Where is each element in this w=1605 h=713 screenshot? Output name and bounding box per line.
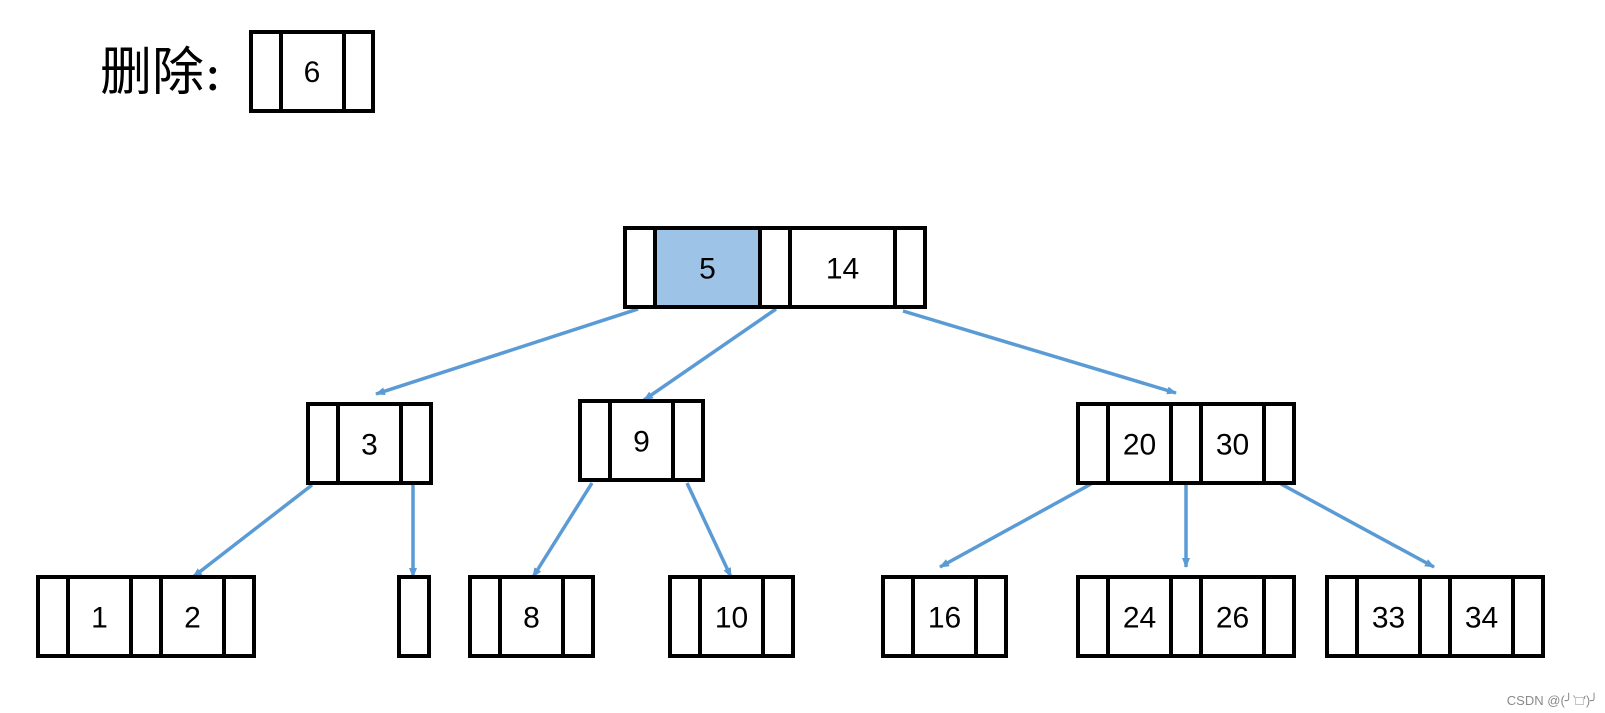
delete-key-node: 6	[249, 30, 375, 113]
tree-edges	[191, 307, 1435, 579]
key-value-34: 34	[1465, 602, 1498, 635]
edge-root-to-9	[643, 307, 777, 402]
btree-node-root: 5 14	[623, 226, 927, 309]
edge-9-to-8	[531, 482, 594, 578]
key-value-8: 8	[523, 602, 540, 635]
key-value-14: 14	[826, 253, 859, 286]
edge-3-to-1-2	[191, 483, 314, 579]
empty-node-box	[397, 575, 431, 658]
btree-node-n9: 9	[578, 399, 705, 482]
btree-node-n3: 3	[306, 402, 433, 485]
key-cell	[911, 575, 978, 658]
key-value-20: 20	[1123, 429, 1156, 462]
highlighted-key-cell	[653, 226, 762, 309]
key-value-10: 10	[715, 602, 748, 635]
edge-root-to-3	[375, 307, 639, 396]
key-cell	[1199, 575, 1266, 658]
key-value-24: 24	[1123, 602, 1156, 635]
key-value-1: 1	[91, 602, 108, 635]
delete-label: 删除:	[100, 43, 222, 103]
key-cell	[788, 226, 897, 309]
btree-node-l3334: 33 34	[1325, 575, 1545, 658]
key-cell	[1199, 402, 1266, 485]
key-value-5: 5	[699, 253, 716, 286]
delete-key-value: 6	[304, 56, 321, 89]
key-cell	[498, 575, 565, 658]
key-cell	[608, 399, 675, 482]
btree-node-lempty	[397, 575, 431, 658]
edge-20-to-16	[939, 482, 1092, 569]
edge-30-to-33-34	[1280, 482, 1435, 569]
edge-root-to-20-30	[902, 309, 1177, 395]
btree-node-l10: 10	[668, 575, 795, 658]
key-cell	[1448, 575, 1515, 658]
edge-9-to-10	[685, 482, 733, 578]
key-cell	[159, 575, 226, 658]
key-value-33: 33	[1372, 602, 1405, 635]
key-value-2: 2	[184, 602, 201, 635]
key-value-9: 9	[633, 426, 650, 459]
key-cell	[1106, 402, 1173, 485]
btree-node-l8: 8	[468, 575, 595, 658]
key-value-16: 16	[928, 602, 961, 635]
key-cell	[66, 575, 133, 658]
btree-node-l2426: 24 26	[1076, 575, 1296, 658]
key-cell	[1355, 575, 1422, 658]
key-cell	[698, 575, 765, 658]
key-value-30: 30	[1216, 429, 1249, 462]
btree-node-l16: 16	[881, 575, 1008, 658]
key-cell	[1106, 575, 1173, 658]
key-value-26: 26	[1216, 602, 1249, 635]
watermark: CSDN @(╯‵□′)╯	[1507, 692, 1598, 708]
key-value-3: 3	[361, 429, 378, 462]
key-cell	[336, 402, 403, 485]
